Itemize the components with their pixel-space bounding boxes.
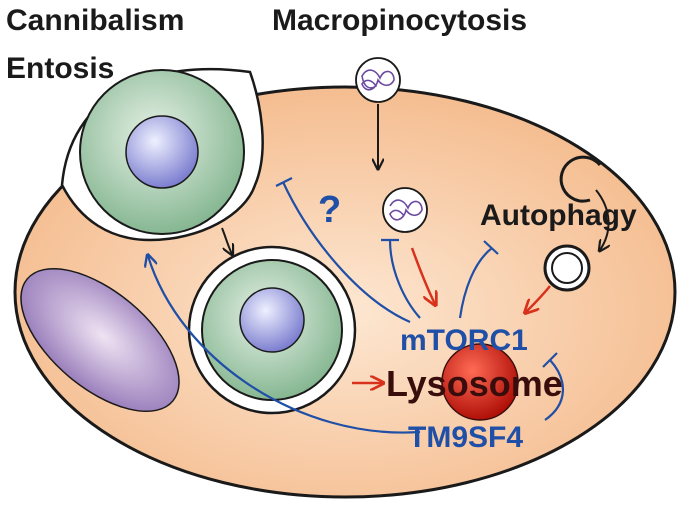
label-macropinocytosis: Macropinocytosis [272,4,527,37]
lysosome [441,343,519,421]
label-lysosome: Lysosome [386,363,563,404]
label-question: ? [318,189,341,231]
label-tm9sf4: TM9SF4 [408,421,523,454]
tm9sf4-to-mtorc1 [544,359,564,421]
inhibition-bar-cannibalism [275,177,293,187]
macropinosome-top [355,57,401,103]
label-cannibalism: Cannibalism [6,4,184,37]
mtorc1-inhibits-macropinosome [388,239,421,319]
macropinosome-internal [382,187,428,233]
label-entosis: Entosis [6,52,114,85]
macropinosome-to-lysosome-arrow [410,247,435,304]
label-mtorc1: mTORC1 [400,324,528,357]
phagophore-arrow [595,189,609,250]
mtorc1-inhibits-autophagy [458,247,493,319]
nucleus-internalized [239,287,305,353]
autophagosome-inner [551,252,583,284]
label-autophagy: Autophagy [480,199,637,232]
mtorc1-inhibits-cannibalism [282,181,411,324]
inhibition-bar-autophagy [483,240,499,255]
autophagosome-to-lysosome-arrow [526,285,551,312]
inhibition-bar-tm9sf4-mtorc1 [542,352,558,368]
elongated-nucleus [20,267,180,413]
tm9sf4-promotes-cannibalism [148,256,421,434]
nucleus-top [125,115,199,189]
engulfment-arrow [221,227,232,254]
phagophore [559,155,602,203]
